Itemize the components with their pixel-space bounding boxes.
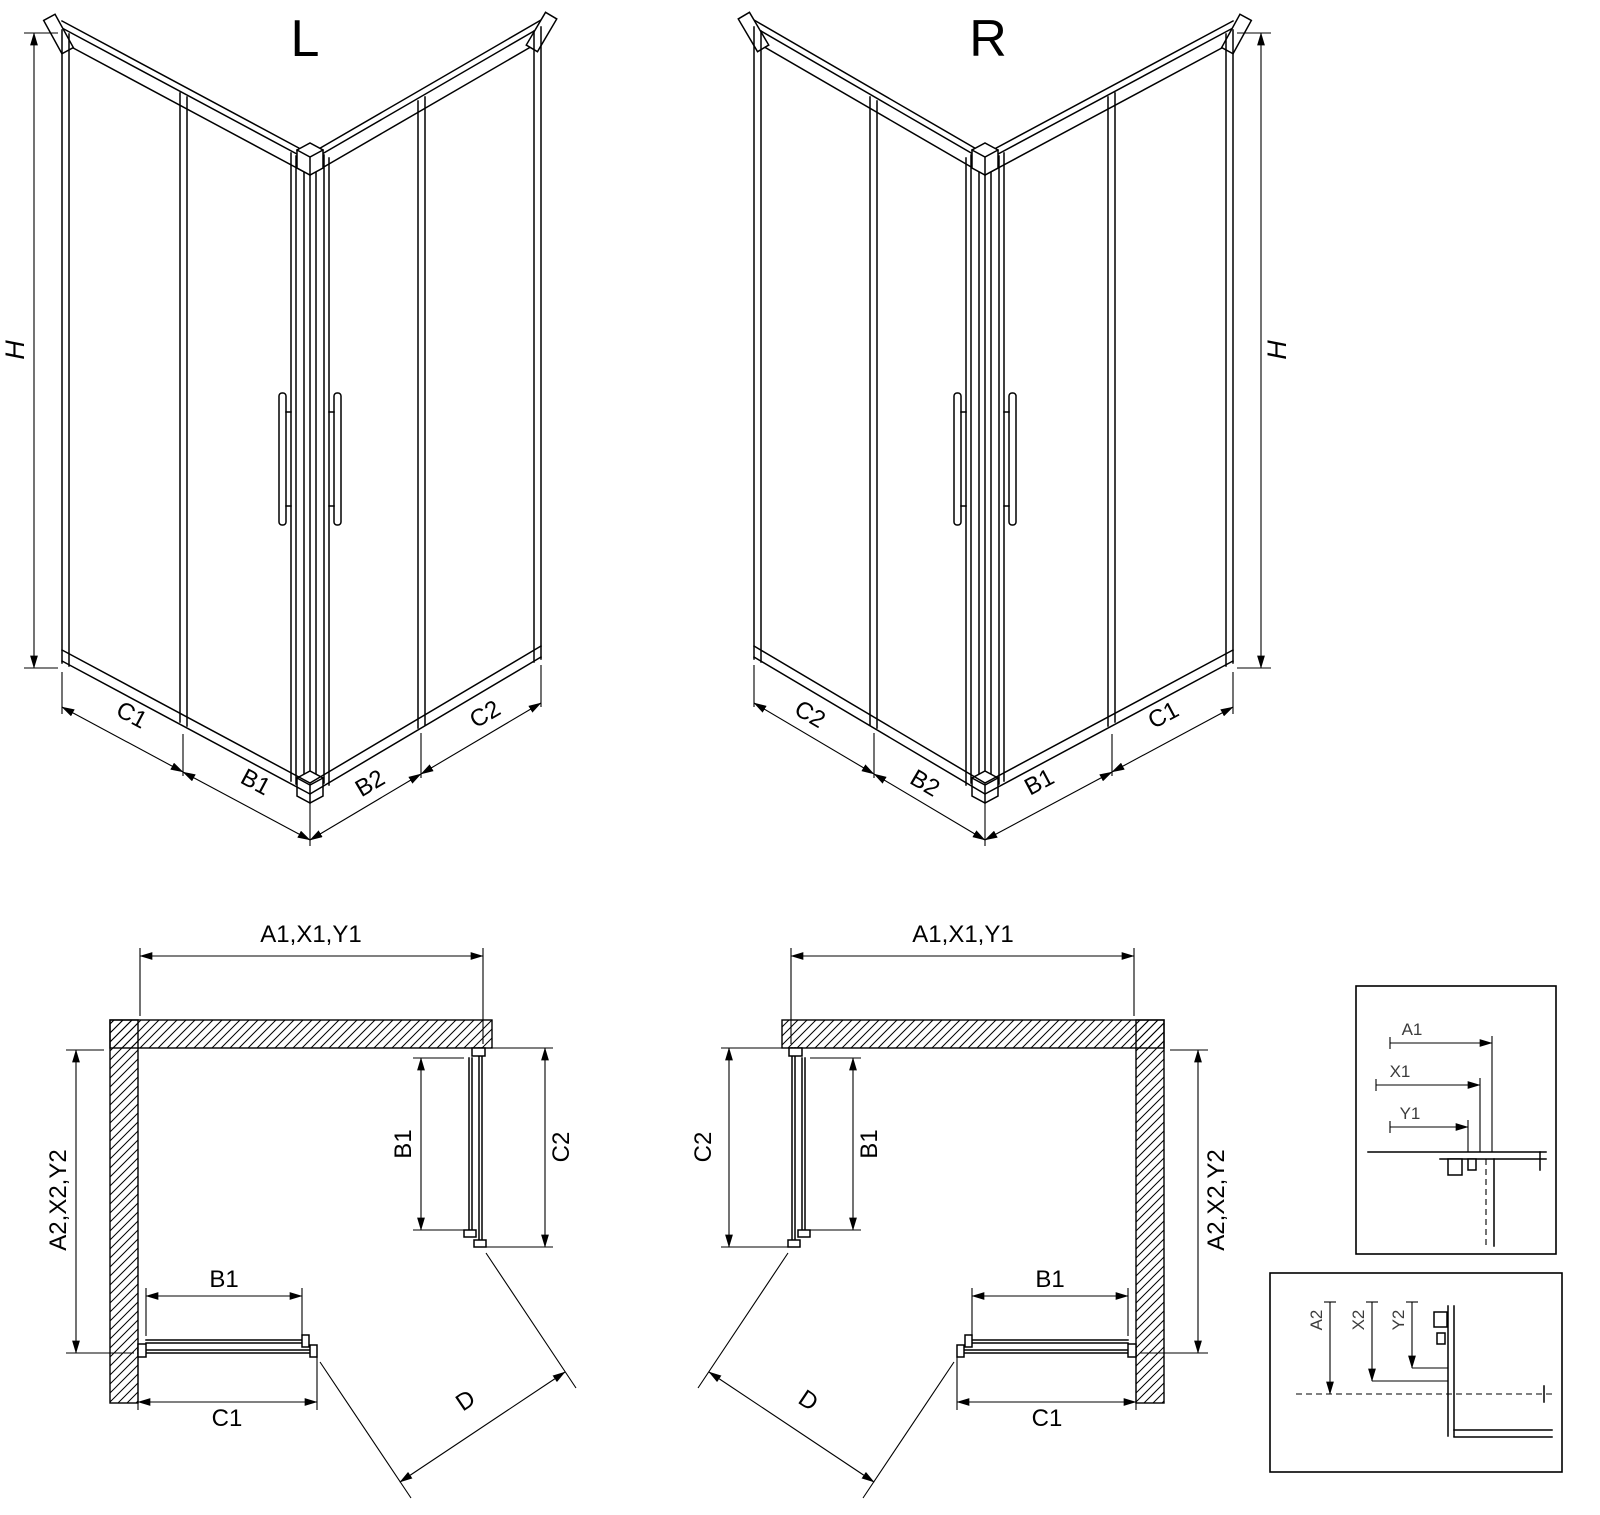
detail-y1-label: Y1	[1400, 1104, 1421, 1123]
plan-right-side-wall	[1135, 1019, 1165, 1404]
iso-right-dim-b2: B2	[905, 764, 944, 802]
detail-horizontal-frame	[1355, 985, 1557, 1255]
plan-left-bottom-c1-label: C1	[212, 1405, 243, 1432]
plan-right-door-b1-label: B1	[856, 1129, 883, 1158]
iso-right-height-label: H	[1262, 340, 1292, 360]
plan-right-drawing: A1,X1,Y1 A2,X2,Y2 B1 C2 B1 C1 D	[690, 921, 1230, 1498]
plan-right-width-label: A1,X1,Y1	[912, 921, 1013, 948]
iso-left-dim-b1: B1	[236, 764, 275, 802]
plan-left-depth-label: A2,X2,Y2	[45, 1149, 72, 1250]
iso-left-dim-c1: C1	[112, 696, 152, 734]
plan-left-side-wall	[109, 1019, 139, 1404]
iso-right-dim-b1: B1	[1020, 764, 1059, 802]
iso-right-drawing: R H C2 B2 B1 C1	[738, 10, 1292, 846]
plan-left-width-label: A1,X1,Y1	[260, 921, 361, 948]
detail-x2-label: X2	[1349, 1310, 1368, 1331]
iso-right-variant-label: R	[969, 10, 1007, 68]
detail-x1-label: X1	[1390, 1062, 1411, 1081]
plan-right-top-wall	[781, 1019, 1165, 1049]
iso-left-height-label: H	[0, 340, 30, 360]
detail-a2-label: A2	[1307, 1310, 1326, 1331]
detail-vertical-frame	[1269, 1272, 1563, 1473]
iso-right-dim-c1: C1	[1144, 696, 1184, 734]
plan-left-diagonal-label: D	[451, 1385, 480, 1417]
plan-left-top-wall	[109, 1019, 493, 1049]
plan-right-bottom-c1-label: C1	[1032, 1405, 1063, 1432]
plan-right-depth-label: A2,X2,Y2	[1203, 1149, 1230, 1250]
plan-right-panel-c2-label: C2	[690, 1132, 717, 1163]
plan-left-bottom-b1-label: B1	[209, 1266, 238, 1293]
detail-vertical-box: A2 X2 Y2	[1269, 1272, 1563, 1473]
plan-left-panel-c2-label: C2	[548, 1132, 575, 1163]
detail-y2-label: Y2	[1389, 1310, 1408, 1331]
plan-left-door-b1-label: B1	[390, 1129, 417, 1158]
plan-left-drawing: A1,X1,Y1 A2,X2,Y2 B1 C2 B1 C1 D	[45, 921, 576, 1498]
iso-left-variant-label: L	[291, 10, 320, 68]
plan-right-diagonal-label: D	[793, 1385, 822, 1417]
iso-left-drawing: L H C1 B1 B2 C2	[0, 10, 557, 846]
detail-a1-label: A1	[1402, 1020, 1423, 1039]
plan-right-bottom-b1-label: B1	[1035, 1266, 1064, 1293]
detail-horizontal-box: A1 X1 Y1	[1355, 985, 1557, 1255]
iso-left-dim-b2: B2	[351, 764, 390, 802]
